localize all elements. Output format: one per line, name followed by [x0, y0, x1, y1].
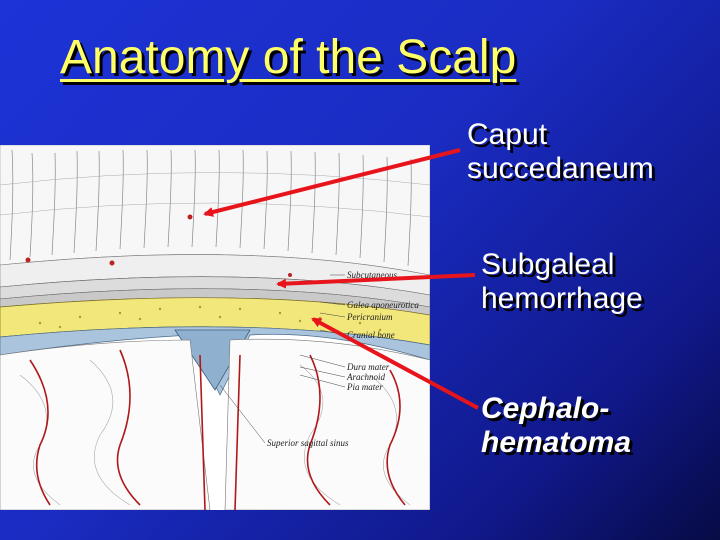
label-cranial-bone: Cranial bone	[347, 330, 395, 340]
label-cephalo-line2: hematoma	[481, 426, 632, 459]
label-pia: Pia mater	[346, 382, 383, 392]
label-subgaleal-line2: hemorrhage	[481, 282, 643, 315]
label-pericranium: Pericranium	[346, 312, 393, 322]
slide-title: Anatomy of the Scalp	[60, 31, 517, 84]
label-cephalo-line1: Cephalo-	[481, 392, 610, 425]
label-caput-line2: succedaneum	[467, 152, 654, 185]
scalp-anatomy-diagram: Subcutaneous Galea aponeurotica Pericran…	[0, 144, 431, 511]
label-caput-line1: Caput	[467, 118, 548, 151]
label-subcutaneous: Subcutaneous	[347, 270, 397, 280]
label-arachnoid: Arachnoid	[346, 372, 385, 382]
label-sinus: Superior sagittal sinus	[267, 438, 349, 448]
label-caput-succedaneum: Caput succedaneum	[467, 118, 654, 186]
label-cephalohematoma: Cephalo- hematoma	[481, 392, 631, 460]
label-subgaleal-line1: Subgaleal	[481, 248, 615, 281]
label-dura: Dura mater	[346, 362, 390, 372]
label-subgaleal-hemorrhage: Subgaleal hemorrhage	[481, 248, 643, 316]
label-galea: Galea aponeurotica	[347, 300, 419, 310]
scalp-illustration: Subcutaneous Galea aponeurotica Pericran…	[0, 144, 431, 511]
